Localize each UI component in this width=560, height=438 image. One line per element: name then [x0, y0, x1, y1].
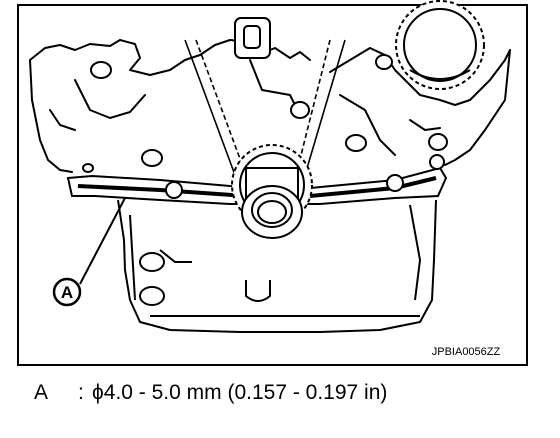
- block-hole-3: [290, 101, 310, 119]
- cam-sprocket: [395, 0, 485, 90]
- block-boss-right: [409, 119, 441, 131]
- callout-a: A: [52, 277, 82, 307]
- engine-block-right-edge: [444, 49, 511, 166]
- crank-sprocket: [231, 144, 313, 239]
- oil-pan-side-left: [129, 214, 136, 301]
- svg-text:A: A: [61, 283, 73, 302]
- block-boss-left: [49, 109, 76, 131]
- pan-boss-2: [139, 286, 165, 306]
- block-hole-7: [82, 163, 94, 173]
- block-rib-right: [339, 94, 396, 156]
- block-rib-left: [74, 79, 146, 119]
- block-hole-5: [375, 54, 393, 70]
- callout-leader-line: [79, 197, 126, 285]
- legend-text: ϕ4.0 - 5.0 mm (0.157 - 0.197 in): [92, 381, 388, 404]
- block-hole-1: [90, 61, 112, 79]
- pan-boss-1: [139, 252, 165, 272]
- oil-pan-rib: [159, 249, 192, 263]
- flange-bolt-3: [429, 154, 445, 170]
- chain-guide-right-b: [295, 39, 331, 176]
- oil-pan-side-right: [409, 204, 421, 301]
- oil-pan-drain-boss: [245, 280, 271, 302]
- engine-block-left-edge: [29, 59, 73, 173]
- block-hole-2: [141, 149, 163, 167]
- figure-reference-code: JPBIA0056ZZ: [432, 346, 501, 358]
- oil-pan-flange-outer: [66, 166, 448, 205]
- chain-guide-left-a: [184, 39, 236, 176]
- legend-key: A: [34, 381, 49, 404]
- flange-bolt-1: [165, 181, 183, 199]
- flange-bolt-2: [386, 174, 404, 192]
- legend-separator: :: [78, 381, 84, 404]
- legend-row: A: ϕ4.0 - 5.0 mm (0.157 - 0.197 in): [34, 381, 387, 405]
- block-hole-4: [345, 134, 367, 152]
- chain-guide-right-a: [304, 39, 346, 176]
- block-hole-6: [428, 133, 448, 151]
- oil-pan-body: [117, 199, 437, 333]
- top-bracket-slot: [243, 25, 261, 49]
